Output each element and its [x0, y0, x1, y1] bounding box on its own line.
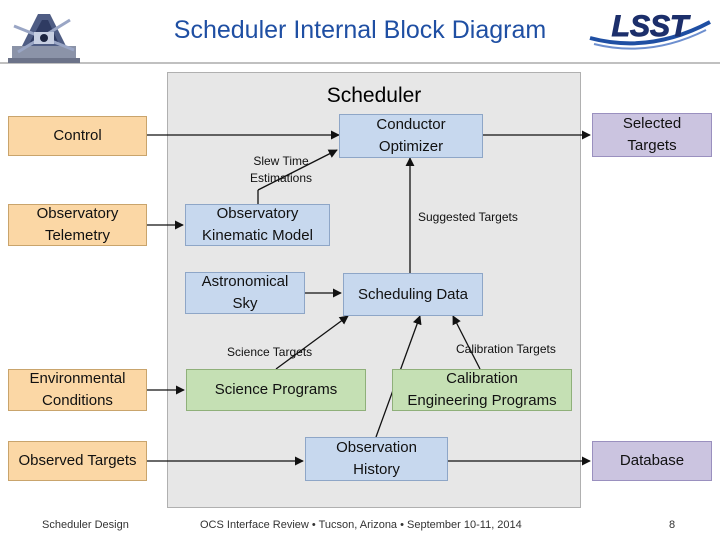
page-title: Scheduler Internal Block Diagram: [173, 16, 547, 44]
scheduling-data-label: Scheduling Data: [357, 285, 469, 303]
arrow-calibration-to-data: [452, 315, 481, 370]
lsst-logo: LSST: [589, 10, 711, 50]
scheduler-panel-title: Scheduler: [326, 84, 422, 107]
observed-targets-label: Observed Targets: [18, 452, 137, 470]
footer-left: Scheduler Design: [42, 519, 129, 531]
lsst-logo-text: LSST: [612, 10, 691, 43]
footer-center: OCS Interface Review • Tucson, Arizona •…: [200, 519, 522, 531]
database-box: Database: [592, 441, 712, 481]
observed-targets-box: Observed Targets: [8, 441, 147, 481]
science-programs-box: Science Programs: [186, 369, 366, 411]
calibration-targets-label: Calibration Targets: [456, 342, 556, 356]
page-number: 8: [669, 519, 676, 531]
arrow-kinematic-to-optimizer-top: [257, 149, 338, 191]
arrow-science-to-data: [275, 315, 349, 370]
science-programs-label: Science Programs: [214, 381, 338, 399]
telescope-logo-icon: [8, 14, 80, 63]
suggested-targets-label: Suggested Targets: [418, 210, 518, 224]
database-label: Database: [619, 452, 685, 470]
control-box-label: Control: [53, 127, 102, 145]
scheduling-data-box: Scheduling Data: [343, 273, 483, 316]
science-targets-label: Science Targets: [227, 345, 313, 359]
header-divider: [0, 62, 720, 64]
control-box: Control: [8, 116, 147, 156]
